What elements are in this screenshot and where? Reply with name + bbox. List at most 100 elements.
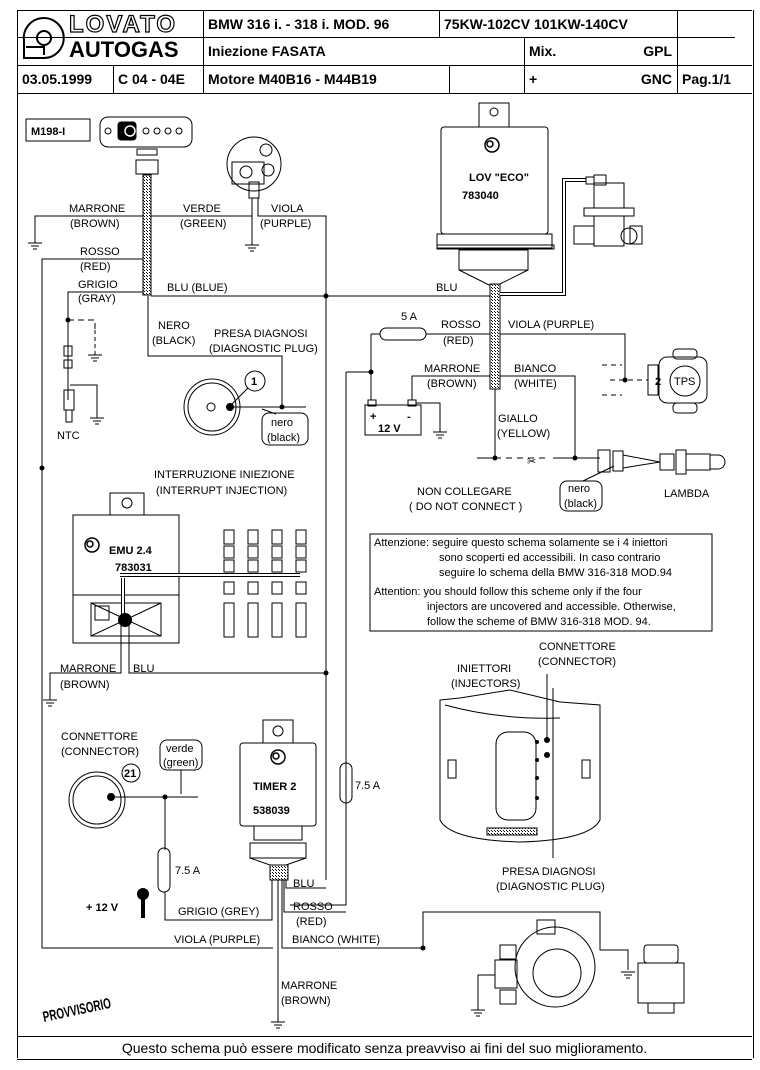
divider	[113, 65, 114, 93]
plus-label: +	[529, 71, 538, 87]
divider	[17, 65, 752, 66]
connector-label-en: (CONNECTOR)	[61, 746, 139, 758]
timer-name: TIMER 2	[253, 781, 296, 793]
fuel-gpl: GPL	[643, 43, 672, 59]
wire-label: (black)	[564, 498, 597, 510]
wire-label: (black)	[267, 432, 300, 444]
date: 03.05.1999	[22, 71, 93, 87]
divider	[449, 65, 450, 93]
divider	[677, 11, 678, 93]
page-number: Pag.1/1	[682, 71, 732, 87]
notice-en-1: Attention: you should follow this scheme…	[374, 586, 642, 598]
wire-label: (RED)	[80, 261, 111, 273]
battery-plus: +	[370, 411, 376, 423]
notice-en-3: follow the scheme of BMW 316-318 MOD. 94…	[427, 616, 651, 628]
diag-plug-label: PRESA DIAGNOSI	[214, 328, 308, 340]
harness-eco	[489, 283, 501, 390]
wire-label: BLU (BLUE)	[167, 282, 228, 294]
emu-box	[72, 514, 180, 644]
divider	[439, 11, 440, 37]
divider	[524, 37, 525, 93]
wire-label: GRIGIO (GREY)	[178, 906, 259, 918]
title-block: LOVATO AUTOGAS BMW 316 i. - 318 i. MOD. …	[17, 10, 752, 94]
gas-solenoid-valve	[573, 174, 643, 247]
lovato-logo-icon	[84, 125, 500, 765]
m198-sensor	[99, 116, 193, 148]
wire-label: ROSSO	[441, 319, 481, 331]
m198-box	[25, 118, 91, 142]
wire-label: BIANCO (WHITE)	[292, 934, 380, 946]
injectors-label: INIETTORI	[457, 663, 511, 675]
wire-label: MARRONE	[60, 663, 116, 675]
wire-label: (RED)	[443, 335, 474, 347]
divider	[17, 37, 735, 38]
engine-manifold	[439, 689, 601, 843]
injection-type: Iniezione FASATA	[208, 43, 326, 59]
pressure-reducer	[494, 919, 596, 1008]
wire-label: (WHITE)	[514, 378, 557, 390]
battery-minus: -	[407, 411, 411, 423]
wire-label: (RED)	[296, 916, 327, 928]
ignition-key-icon	[137, 888, 149, 918]
diag-plug-label-right: PRESA DIAGNOSI	[502, 866, 596, 878]
notice-it-1: Attenzione: seguire questo schema solame…	[374, 537, 668, 549]
wire-label: (BLACK)	[152, 335, 195, 347]
injector-plugs	[223, 529, 307, 638]
lovato-logo: LOVATO AUTOGAS	[19, 10, 201, 63]
wire-label: NERO	[158, 320, 190, 332]
drawing-code: C 04 - 04E	[118, 71, 185, 87]
wire-label: (BROWN)	[60, 679, 110, 691]
wire-label: (BROWN)	[70, 218, 120, 230]
wire-label: ROSSO	[293, 901, 333, 913]
wire-label: GIALLO	[498, 413, 538, 425]
connector-label: CONNETTORE	[61, 731, 138, 743]
diag-plug-label-en: (DIAGNOSTIC PLUG)	[209, 343, 318, 355]
key-voltage: + 12 V	[86, 902, 119, 914]
notice-it-2: sono scoperti ed accessibili. In caso co…	[439, 552, 660, 564]
wire-label: nero	[271, 417, 293, 429]
timer-code: 538039	[253, 805, 290, 817]
notice-en-2: injectors are uncovered and accessible. …	[427, 601, 676, 613]
vehicle-model: BMW 316 i. - 318 i. MOD. 96	[208, 16, 390, 32]
diag-pin: 1	[251, 376, 257, 388]
engine-power: 75KW-102CV 101KW-140CV	[444, 16, 628, 32]
no-connect-label-en: ( DO NOT CONNECT )	[409, 501, 522, 513]
drawing-frame	[17, 10, 754, 1058]
wire-label: ROSSO	[80, 246, 120, 258]
emu-code: 783031	[115, 562, 152, 574]
wire-label: MARRONE	[69, 203, 125, 215]
cam-sensor	[226, 136, 282, 199]
injectors-label-en: (INJECTORS)	[451, 678, 520, 690]
cut-scissors-icon: ✂	[527, 456, 536, 468]
fuel-gnc: GNC	[640, 71, 672, 87]
wire-label: VIOLA (PURPLE)	[174, 934, 260, 946]
wire-label: BIANCO	[514, 363, 557, 375]
wire-label: VIOLA (PURPLE)	[508, 319, 594, 331]
fuse-5a: 5 A	[401, 311, 418, 323]
wire-label: VIOLA	[271, 203, 304, 215]
brand-bottom: AUTOGAS	[69, 37, 179, 62]
wire-label: MARRONE	[281, 980, 337, 992]
tps-label: TPS	[674, 376, 695, 388]
wire-label: (GREEN)	[180, 218, 226, 230]
lovato-logo-icon	[22, 17, 65, 59]
notice-box	[369, 533, 713, 632]
connector-label-right: CONNETTORE	[539, 641, 616, 653]
ecu-code: 783040	[462, 190, 499, 202]
tps-pin: 2	[655, 376, 661, 388]
wire-label: GRIGIO	[78, 279, 118, 291]
no-connect-label: NON COLLEGARE	[417, 486, 512, 498]
wire-label: BLU	[436, 282, 457, 294]
wire-label: (YELLOW)	[497, 428, 550, 440]
provisional-stamp: PROVVISORIO	[41, 995, 112, 1026]
diag-plug-label-right-en: (DIAGNOSTIC PLUG)	[496, 881, 605, 893]
ntc-label: NTC	[57, 430, 80, 442]
wire-label: nero	[568, 483, 590, 495]
connector-label-right-en: (CONNECTOR)	[538, 656, 616, 668]
wire-label: (GRAY)	[78, 293, 116, 305]
fuse-75a: 7.5 A	[175, 865, 201, 877]
wire-label: (BROWN)	[427, 378, 477, 390]
lambda-label: LAMBDA	[664, 488, 710, 500]
wire-label: (BROWN)	[281, 995, 331, 1007]
divider	[203, 11, 204, 93]
